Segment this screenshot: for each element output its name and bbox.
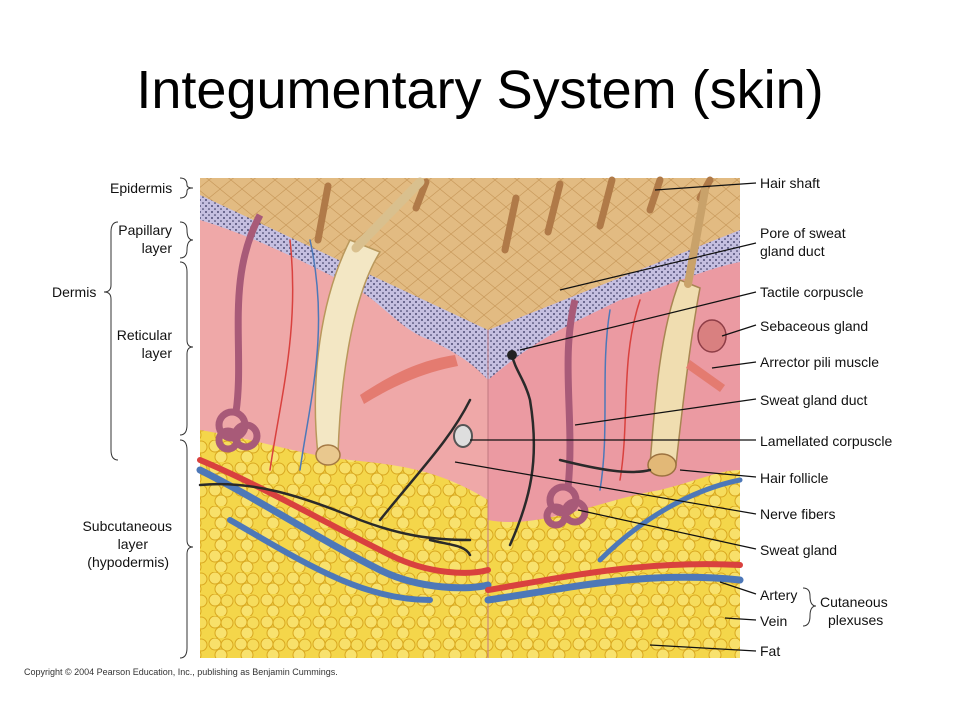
hair-follicle-left <box>314 239 382 456</box>
label-papillary-2: layer <box>142 240 173 256</box>
nerve-fibers <box>198 353 652 557</box>
brace-papillary <box>179 221 194 259</box>
sweat-gland-right <box>543 299 589 529</box>
label-subcutaneous-1: Subcutaneous <box>82 518 172 534</box>
left-labels: Epidermis Papillary layer Dermis Reticul… <box>52 177 194 659</box>
label-dermis: Dermis <box>52 284 96 300</box>
label-epidermis: Epidermis <box>110 180 172 196</box>
label-pore-2: gland duct <box>760 243 825 259</box>
label-hair-shaft: Hair shaft <box>760 175 820 191</box>
hair-shaft-main <box>351 177 425 253</box>
hair-shafts <box>314 176 714 254</box>
sweat-gland-left <box>215 213 264 453</box>
brace-epidermis <box>179 177 194 199</box>
label-sweat-gland: Sweat gland <box>760 542 837 558</box>
label-artery: Artery <box>760 587 797 603</box>
blood-vessels <box>196 239 744 604</box>
label-nerve-fibers: Nerve fibers <box>760 506 835 522</box>
label-sweat-gland-duct: Sweat gland duct <box>760 392 868 408</box>
epidermis-layer <box>200 195 488 380</box>
label-subcutaneous-2: layer <box>118 536 149 552</box>
arrector-pili-muscle <box>360 355 458 404</box>
hair-follicle-right <box>649 279 701 466</box>
label-vein: Vein <box>760 613 787 629</box>
lamellated-corpuscle <box>453 424 473 448</box>
copyright-note: Copyright © 2004 Pearson Education, Inc.… <box>24 667 338 677</box>
right-labels: Hair shaft Pore of sweat gland duct Tact… <box>454 175 893 659</box>
leader-lines <box>454 182 757 652</box>
label-subcutaneous-3: (hypodermis) <box>87 554 169 570</box>
label-papillary-1: Papillary <box>118 222 172 238</box>
label-tactile-corpuscle: Tactile corpuscle <box>760 284 864 300</box>
tactile-corpuscle <box>507 350 517 360</box>
label-arrector-pili: Arrector pili muscle <box>760 354 879 370</box>
label-sebaceous-gland: Sebaceous gland <box>760 318 868 334</box>
brace-subcutaneous <box>179 439 194 659</box>
skin-block <box>196 176 744 658</box>
brace-reticular <box>179 261 194 436</box>
label-plexus-1: Cutaneous <box>820 594 888 610</box>
label-lamellated-corpuscle: Lamellated corpuscle <box>760 433 893 449</box>
page-title: Integumentary System (skin) <box>136 60 824 120</box>
label-fat: Fat <box>760 643 780 659</box>
label-hair-follicle: Hair follicle <box>760 470 829 486</box>
label-reticular-2: layer <box>142 345 173 361</box>
epidermis-layer-front <box>488 230 740 380</box>
sebaceous-gland <box>697 319 727 353</box>
label-reticular-1: Reticular <box>117 327 173 343</box>
label-pore-1: Pore of sweat <box>760 225 846 241</box>
brace-dermis <box>103 221 119 461</box>
brace-plexuses <box>802 587 817 627</box>
fat-region-front <box>488 470 740 658</box>
label-plexus-2: plexuses <box>828 612 883 628</box>
